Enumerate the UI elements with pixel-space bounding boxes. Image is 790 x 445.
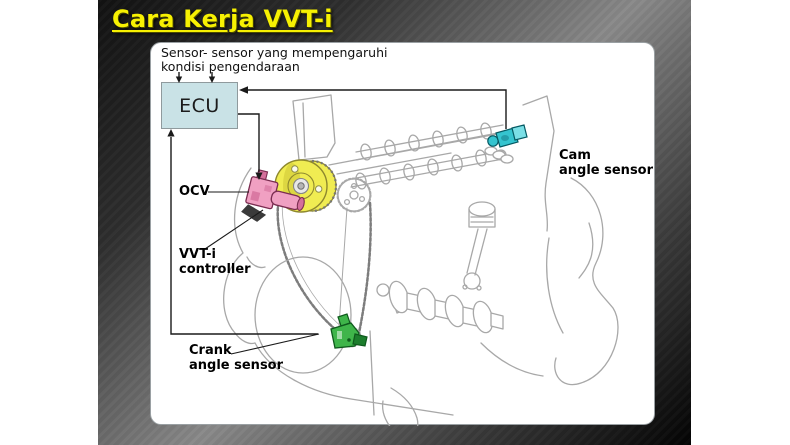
crank-label-line2: angle sensor [189,358,284,374]
engine-line-art [223,94,619,426]
slide-background: Cara Kerja VVT-i Sensor- sensor yang mem… [98,0,691,445]
cam-sprocket [336,177,372,213]
engine-tower [292,94,336,161]
ecu-box: ECU [161,82,238,129]
oil-pan [254,330,454,426]
note-to-ecu-arrows [175,72,216,83]
ecu-label: ECU [179,94,220,117]
crank-angle-sensor-label: Crank angle sensor [189,343,283,374]
crank-angle-sensor-part [330,313,368,349]
vvti-leader-line [204,209,264,250]
diagram-canvas [167,72,619,426]
leader-lines [204,191,320,355]
slide-title: Cara Kerja VVT-i [112,5,333,33]
signal-lines [167,72,507,335]
crank-leader-line [230,333,320,355]
cam-angle-sensor-label: Cam angle sensor [559,148,653,179]
ecu-to-ocv-arrow [238,113,263,180]
vvti-controller-label: VVT-i controller [179,247,251,278]
crank-sensor-to-ecu-arrow [167,129,318,335]
camshaft-upper [355,122,504,161]
ocv-label-text: OCV [179,184,210,199]
camshaft-lower [350,149,507,190]
vvti-label-line2: controller [179,262,251,278]
sensor-note: Sensor- sensor yang mempengaruhi kondisi… [161,45,388,75]
ocv-label: OCV [179,184,210,199]
crank-label-line1: Crank [189,343,232,358]
piston-assembly [462,201,496,291]
cam-label-line2: angle sensor [559,163,654,179]
flywheel-housing [254,256,352,374]
crankshaft [376,280,504,334]
timing-chain [276,193,372,348]
sensor-note-line2: kondisi pengendaraan [161,59,300,75]
sensor-note-line1: Sensor- sensor yang mempengaruhi [161,45,388,60]
cam-angle-sensor-part [487,124,528,148]
engine-right-top [522,95,555,232]
cam-sensor-to-ecu-arrow [239,86,507,129]
engine-left-outline [223,167,266,345]
vvti-label-line1: VVT-i [179,247,216,262]
cam-bearing-caps [484,146,514,164]
diagram-panel: Sensor- sensor yang mempengaruhi kondisi… [150,42,655,426]
intake-manifold [480,177,619,386]
cam-label-line1: Cam [559,148,591,163]
